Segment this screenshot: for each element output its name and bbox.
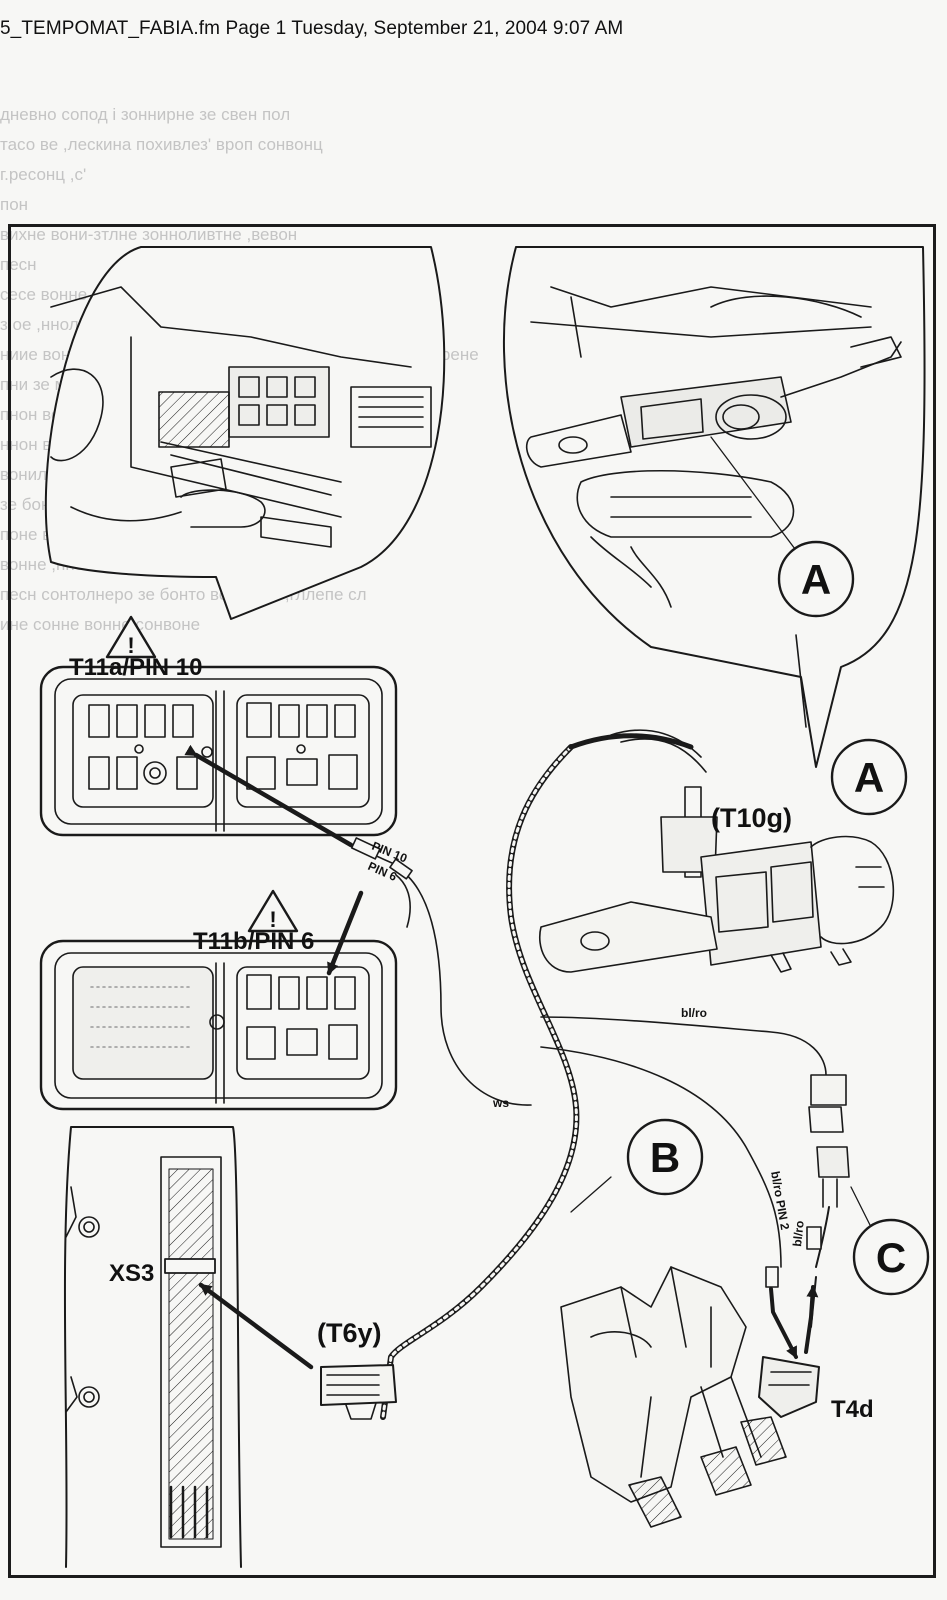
harness-b <box>380 729 827 1420</box>
wiring-diagram: A A B C ! ! T11a/PIN 10 T11b/PIN 6 (T10g… <box>39 246 930 1568</box>
label-c: C <box>876 1234 906 1281</box>
show-through-line: г.ресонц ,с' <box>0 165 87 184</box>
warning-icon-2 <box>247 889 299 933</box>
dashboard-callout <box>44 246 446 620</box>
label-a-mid: A <box>854 754 884 801</box>
label-a-top: A <box>801 556 831 603</box>
label-xs3: XS3 <box>109 1260 154 1287</box>
t11a-fuse-panel <box>39 665 398 837</box>
xs3-connector-block <box>63 1126 314 1568</box>
switch-unit-t10g <box>539 786 895 973</box>
show-through-line: ине сонне вонне сонвоне <box>0 615 201 634</box>
show-through-line: вихне вони-зтлне зонноливтне ,вевон <box>0 225 298 244</box>
connector-c <box>765 1074 930 1359</box>
label-t10g: (T10g) <box>711 803 792 833</box>
page-header: 5_TEMPOMAT_FABIA.fm Page 1 Tuesday, Sept… <box>0 18 624 39</box>
steering-switch-callout <box>502 246 926 768</box>
diagram-frame: A A B C ! ! T11a/PIN 10 T11b/PIN 6 (T10g… <box>8 224 936 1578</box>
label-blro-top: bl/ro <box>681 1006 707 1020</box>
label-t4d: T4d <box>831 1396 874 1423</box>
warning-mark-2: ! <box>269 907 276 932</box>
label-ws: ws <box>492 1096 509 1110</box>
show-through-line: тасо ве ,лескина похивлез' вроп сонвонц <box>0 135 323 154</box>
pin-wire-t11 <box>184 744 532 1106</box>
connector-t4d <box>758 1356 820 1418</box>
label-t6y: (T6y) <box>317 1318 382 1348</box>
show-through-line: дневно сопод i зоннирне зе свен пол <box>0 105 291 124</box>
callout-a-mid <box>795 634 908 816</box>
connector-t6y <box>320 1364 397 1420</box>
label-t11a: T11a/PIN 10 <box>69 654 202 681</box>
t11b-fuse-panel <box>39 939 398 1111</box>
label-b: B <box>650 1134 680 1181</box>
callout-b <box>570 1118 704 1213</box>
pedal-assembly <box>560 1266 787 1528</box>
label-t11b: T11b/PIN 6 <box>193 928 314 955</box>
warning-icon <box>105 615 157 659</box>
label-blro-right: bl/ro <box>790 1220 807 1247</box>
show-through-line: пон <box>0 195 29 214</box>
callout-a-top <box>777 540 855 618</box>
warning-mark: ! <box>127 633 134 658</box>
